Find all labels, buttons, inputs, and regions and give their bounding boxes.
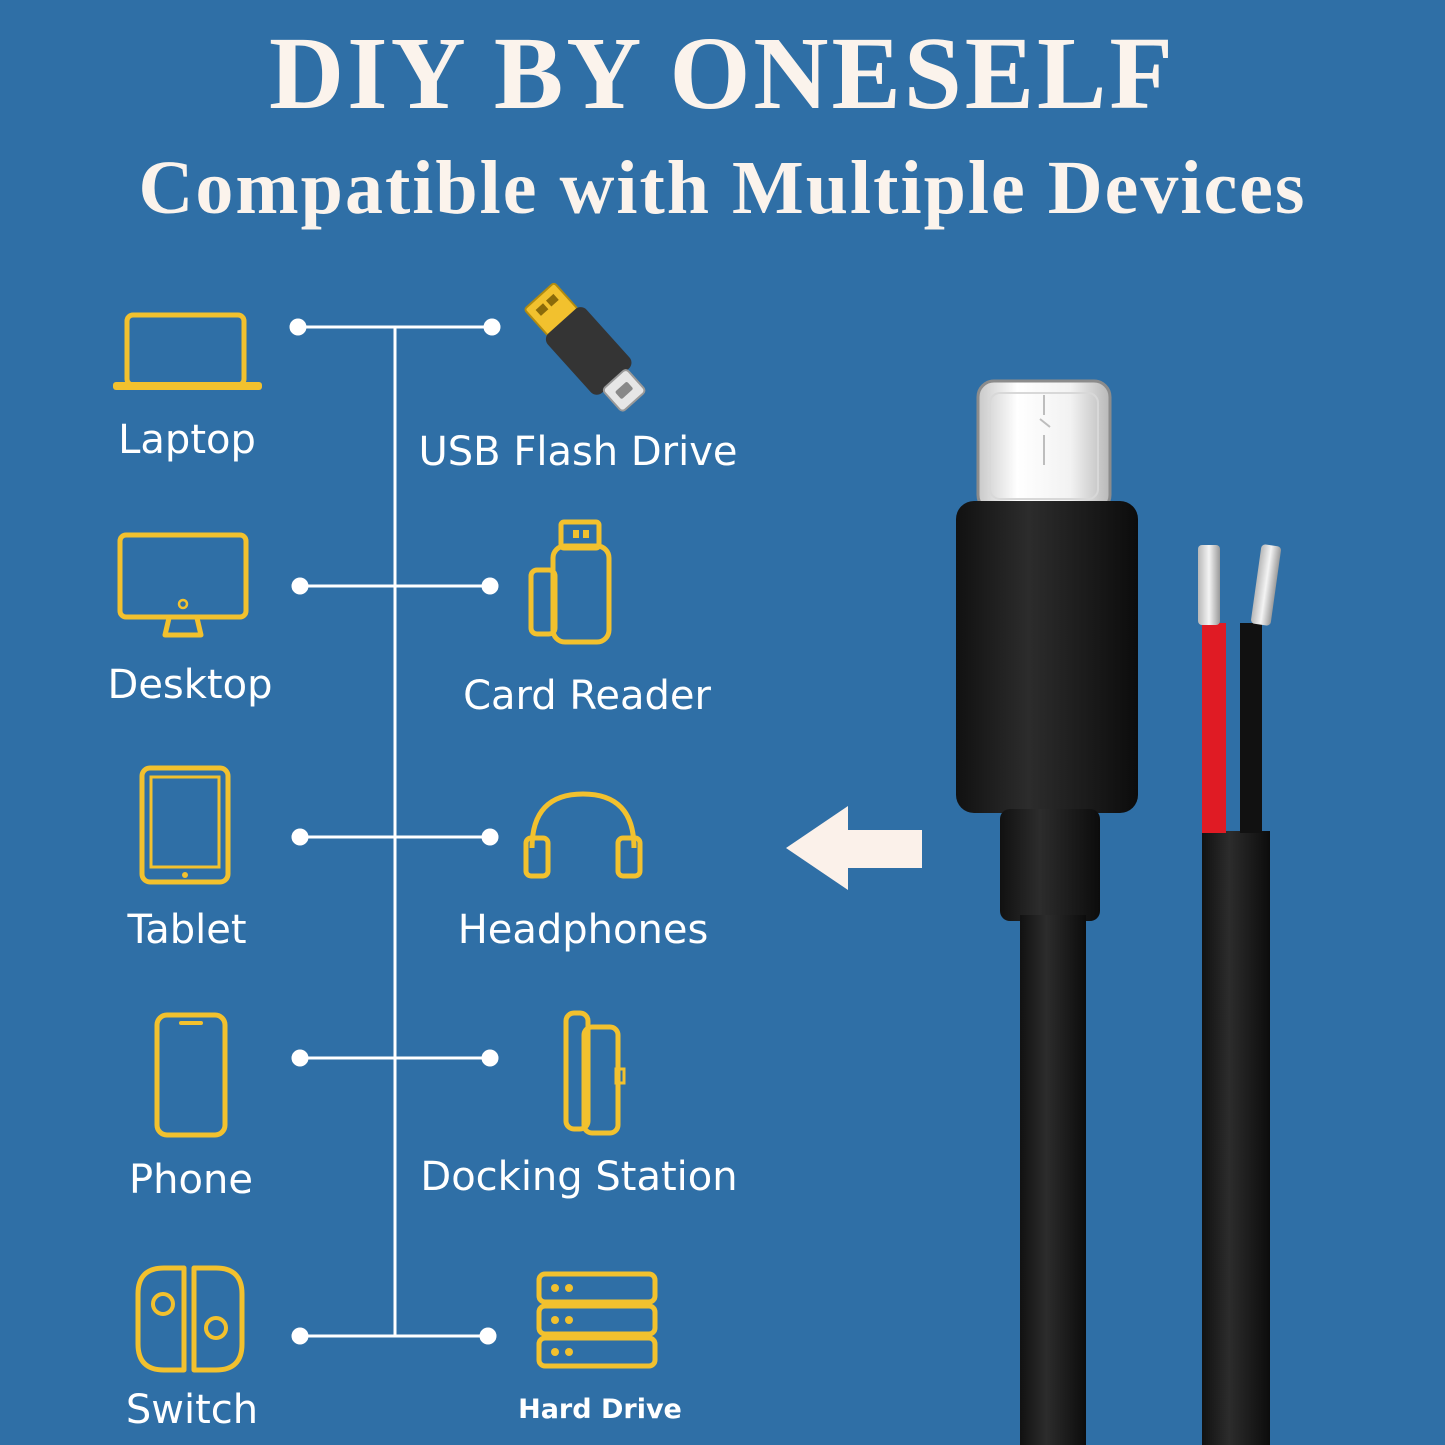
docking-station-icon [563,1010,626,1136]
usb-flash-drive-icon [524,282,646,412]
label-hard-drive: Hard Drive [518,1394,682,1425]
label-usb-flash-drive: USB Flash Drive [418,429,738,475]
arrow-left-icon [786,806,922,890]
tablet-icon [139,765,231,885]
headphones-icon [523,791,643,879]
label-card-reader: Card Reader [463,673,711,719]
label-laptop: Laptop [118,417,256,463]
page-title: DIY BY ONESELF [269,16,1176,131]
hard-drive-icon [536,1271,658,1369]
label-phone: Phone [129,1157,253,1203]
label-switch: Switch [125,1387,259,1433]
page-subtitle: Compatible with Multiple Devices [138,146,1307,230]
laptop-icon [113,312,262,390]
label-desktop: Desktop [107,662,273,708]
game-console-icon [135,1265,245,1373]
phone-icon [154,1012,228,1138]
label-docking-station: Docking Station [420,1154,738,1200]
label-tablet: Tablet [127,907,247,953]
card-reader-icon [528,519,612,645]
usb-c-cable-image [956,379,1281,1445]
label-headphones: Headphones [457,907,709,953]
desktop-icon [117,532,249,638]
